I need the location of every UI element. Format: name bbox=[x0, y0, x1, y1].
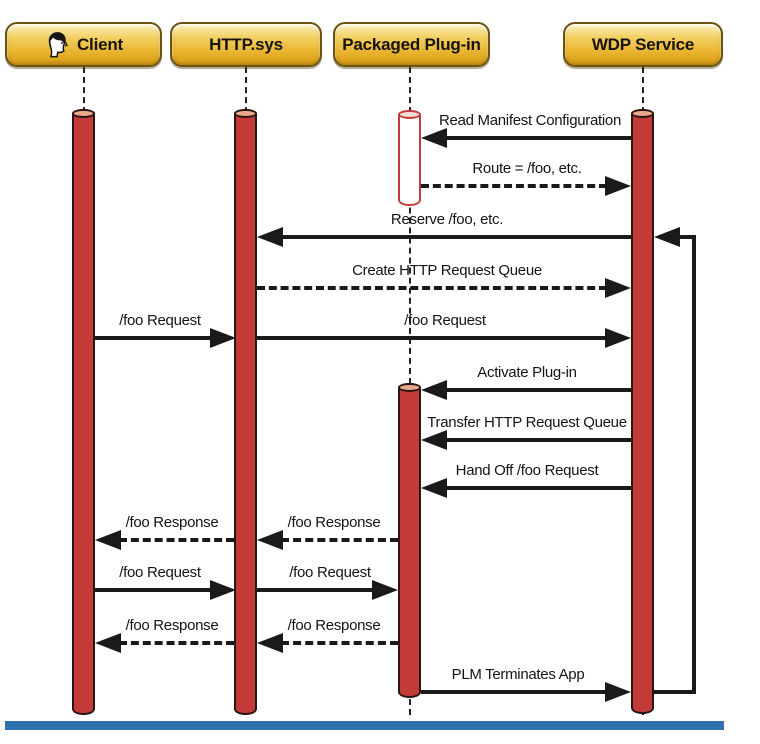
message-line bbox=[119, 538, 234, 542]
loopback-vertical-segment bbox=[692, 235, 696, 694]
arrowhead-left-icon bbox=[421, 478, 447, 498]
loopback-bottom-segment bbox=[654, 690, 696, 694]
person-icon bbox=[44, 31, 70, 59]
footer-divider-bar bbox=[5, 721, 724, 730]
activation-bar-wdp-service bbox=[631, 109, 654, 714]
message-line bbox=[421, 690, 607, 694]
message-line bbox=[119, 641, 234, 645]
actor-box-http-sys: HTTP.sys bbox=[170, 22, 322, 67]
arrowhead-left-icon bbox=[95, 633, 121, 653]
message-label: /foo Response bbox=[287, 514, 381, 531]
message-line bbox=[440, 438, 631, 442]
arrowhead-right-icon bbox=[210, 328, 236, 348]
arrowhead-left-icon bbox=[421, 128, 447, 148]
arrowhead-right-icon bbox=[605, 278, 631, 298]
message-line bbox=[281, 538, 398, 542]
arrowhead-left-icon bbox=[257, 227, 283, 247]
arrowhead-left-icon bbox=[257, 633, 283, 653]
arrowhead-left-icon bbox=[421, 380, 447, 400]
message-label: Route = /foo, etc. bbox=[472, 160, 582, 177]
message-label: Transfer HTTP Request Queue bbox=[427, 414, 627, 431]
message-line bbox=[440, 388, 631, 392]
message-line bbox=[95, 588, 212, 592]
message-label: Create HTTP Request Queue bbox=[352, 262, 542, 279]
activation-bar-http-sys bbox=[234, 109, 257, 715]
arrowhead-right-icon bbox=[210, 580, 236, 600]
message-label: PLM Terminates App bbox=[451, 666, 585, 683]
arrowhead-left-icon bbox=[421, 430, 447, 450]
message-line bbox=[276, 235, 631, 239]
activation-bar-packaged-plugin bbox=[398, 383, 421, 698]
message-line bbox=[95, 336, 212, 340]
message-label: Hand Off /foo Request bbox=[455, 462, 599, 479]
message-line bbox=[257, 336, 607, 340]
message-label: /foo Response bbox=[125, 514, 219, 531]
message-label: /foo Response bbox=[125, 617, 219, 634]
message-label: Reserve /foo, etc. bbox=[390, 211, 504, 228]
arrowhead-right-icon bbox=[605, 328, 631, 348]
message-line bbox=[421, 184, 607, 188]
message-label: /foo Request bbox=[404, 312, 486, 329]
arrowhead-left-icon bbox=[95, 530, 121, 550]
message-line bbox=[281, 641, 398, 645]
inactive-cylinder-packaged-plugin bbox=[398, 110, 421, 206]
message-label: /foo Request bbox=[119, 564, 201, 581]
arrowhead-right-icon bbox=[605, 682, 631, 702]
actor-box-client: Client bbox=[5, 22, 162, 67]
arrowhead-right-icon bbox=[605, 176, 631, 196]
actor-box-wdp-service: WDP Service bbox=[563, 22, 723, 67]
message-label: /foo Request bbox=[289, 564, 371, 581]
message-line bbox=[440, 136, 631, 140]
activation-bar-client bbox=[72, 109, 95, 715]
message-label: /foo Response bbox=[287, 617, 381, 634]
message-label: Read Manifest Configuration bbox=[438, 112, 622, 129]
arrowhead-left-icon bbox=[654, 227, 680, 247]
message-line bbox=[257, 588, 374, 592]
actor-label-http-sys: HTTP.sys bbox=[209, 34, 283, 54]
actor-box-packaged-plugin: Packaged Plug-in bbox=[333, 22, 490, 67]
loopback-top-segment bbox=[680, 235, 696, 239]
message-label: /foo Request bbox=[119, 312, 201, 329]
arrowhead-left-icon bbox=[257, 530, 283, 550]
arrowhead-right-icon bbox=[372, 580, 398, 600]
actor-label-packaged-plugin: Packaged Plug-in bbox=[342, 34, 481, 54]
message-label: Activate Plug-in bbox=[477, 364, 577, 381]
message-line bbox=[257, 286, 607, 290]
message-line bbox=[440, 486, 631, 490]
actor-label-wdp-service: WDP Service bbox=[591, 34, 695, 54]
actor-label-client: Client bbox=[76, 34, 124, 54]
